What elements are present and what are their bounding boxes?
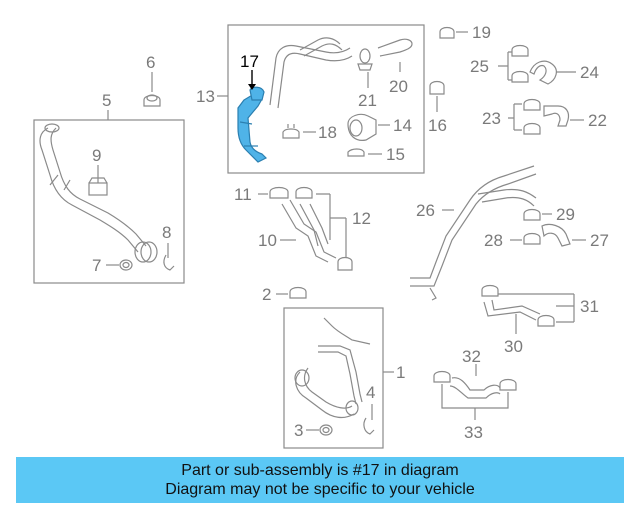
callout-28[interactable]: 28 — [484, 231, 503, 250]
callout-27[interactable]: 27 — [590, 231, 609, 250]
callout-9[interactable]: 9 — [92, 146, 101, 165]
hose-17-highlighted — [237, 86, 268, 163]
callout-30[interactable]: 30 — [504, 337, 523, 356]
part-2-clamp — [276, 286, 307, 299]
callout-3[interactable]: 3 — [294, 421, 303, 440]
hose-assembly-1 — [294, 317, 375, 436]
callout-26[interactable]: 26 — [416, 201, 435, 220]
callout-22[interactable]: 22 — [588, 111, 607, 130]
callout-31[interactable]: 31 — [580, 297, 599, 316]
callout-25[interactable]: 25 — [470, 57, 489, 76]
callout-20[interactable]: 20 — [389, 77, 408, 96]
callout-32[interactable]: 32 — [462, 347, 481, 366]
pipe-assembly-26 — [410, 165, 537, 301]
callout-18[interactable]: 18 — [318, 123, 337, 142]
hose-24-group — [498, 44, 576, 85]
callout-23[interactable]: 23 — [482, 109, 501, 128]
callout-7[interactable]: 7 — [92, 256, 101, 275]
callout-19[interactable]: 19 — [472, 23, 491, 42]
callout-13[interactable]: 13 — [196, 87, 215, 106]
callout-21[interactable]: 21 — [358, 91, 377, 110]
callout-29[interactable]: 29 — [556, 205, 575, 224]
hose-assembly-13 — [269, 37, 413, 157]
part-16-clamp — [429, 80, 445, 112]
callout-1[interactable]: 1 — [396, 363, 405, 382]
hose-30-group — [481, 284, 575, 334]
callout-14[interactable]: 14 — [393, 116, 412, 135]
banner-line-1: Part or sub-assembly is #17 in diagram — [181, 462, 459, 479]
callout-12[interactable]: 12 — [352, 209, 371, 228]
callout-10[interactable]: 10 — [258, 231, 277, 250]
banner-line-2: Diagram may not be specific to your vehi… — [165, 481, 475, 498]
hose-assembly-10 — [269, 186, 353, 271]
part-6-clip — [143, 72, 161, 107]
hose-assembly-5 — [39, 123, 175, 271]
callout-4[interactable]: 4 — [366, 383, 375, 402]
hose-27-group — [510, 208, 586, 247]
callout-11[interactable]: 11 — [234, 185, 252, 204]
callout-16[interactable]: 16 — [428, 116, 447, 135]
hose-22-group — [508, 98, 584, 135]
callout-2[interactable]: 2 — [262, 285, 271, 304]
callout-6[interactable]: 6 — [146, 53, 155, 72]
callout-5[interactable]: 5 — [102, 91, 111, 110]
callout-17[interactable]: 17 — [240, 52, 259, 71]
callout-8[interactable]: 8 — [162, 223, 171, 242]
hose-32-group — [433, 364, 517, 420]
callout-33[interactable]: 33 — [464, 423, 483, 442]
callout-24[interactable]: 24 — [580, 63, 599, 82]
part-19-clamp — [439, 26, 468, 39]
group-box-13 — [227, 24, 425, 174]
group-box-1 — [283, 307, 384, 449]
info-banner: Part or sub-assembly is #17 in diagram D… — [16, 457, 624, 503]
callout-15[interactable]: 15 — [386, 145, 405, 164]
group-box-5 — [33, 119, 185, 284]
